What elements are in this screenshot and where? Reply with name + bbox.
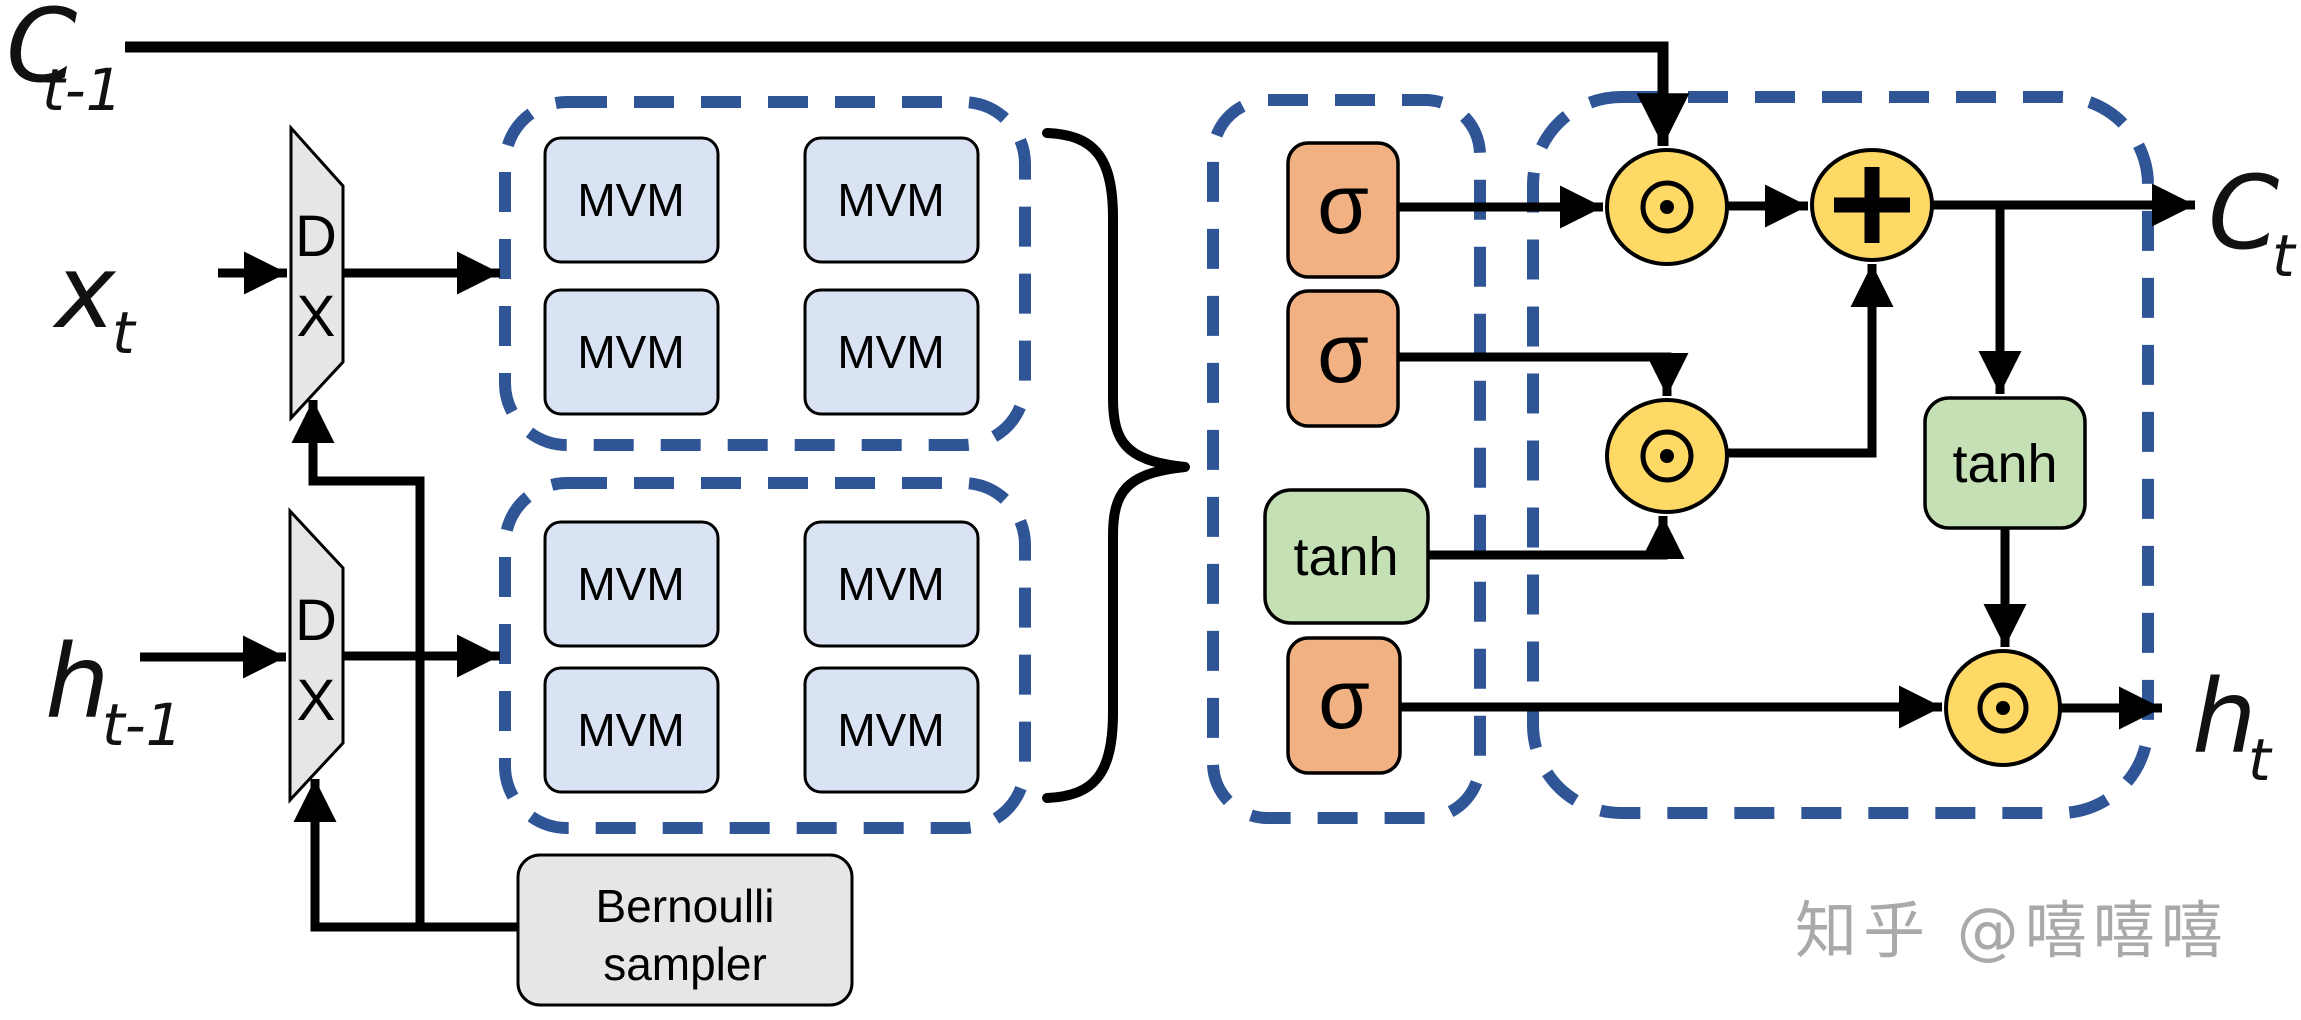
cell-state-out-sub: t: [2272, 222, 2297, 290]
sigma2-to-mult2-wire: [1398, 352, 1689, 396]
mvm-block-label: MVM: [837, 704, 944, 756]
tanh1-box: [1263, 488, 1430, 625]
mvm-block: [803, 520, 980, 648]
tanh1-label: tanh: [1293, 527, 1398, 587]
mvm-block-label: MVM: [577, 174, 684, 226]
sigma3-label: σ: [1318, 652, 1370, 746]
activation-column-outline: [1207, 94, 1486, 824]
mvm-block: [543, 520, 720, 648]
sigma2-label: σ: [1317, 306, 1369, 400]
hidden-in-sub: t-1: [102, 691, 183, 759]
demux1-letter-x: X: [297, 284, 336, 349]
sampler-to-demux1-wire: [291, 400, 425, 927]
cell-state-in-wire: [125, 41, 1690, 146]
hidden-out-base: h: [2192, 658, 2257, 777]
elementwise-multiply-1-icon: [1605, 148, 1729, 266]
bernoulli-sampler-box: [516, 853, 854, 1007]
mvm-block-label: MVM: [837, 174, 944, 226]
add-operator-icon: [1810, 148, 1934, 262]
tanh2-label: tanh: [1952, 434, 2057, 494]
mvm-block: [543, 136, 720, 264]
sigma1-box: [1286, 141, 1400, 279]
hidden-out-sub: t: [2248, 726, 2273, 794]
demux2-shape: [288, 507, 345, 804]
cell-state-out-label: C t: [2208, 154, 2297, 290]
sampler-to-demux2-wire: [293, 779, 518, 932]
bernoulli-sampler-label-line1: Bernoulli: [596, 880, 775, 932]
elementwise-multiply-3-icon: [1944, 649, 2062, 767]
mvm-block-label: MVM: [577, 704, 684, 756]
hidden-out-label: h t: [2192, 658, 2273, 794]
mvm-results-brace: [1042, 128, 1190, 803]
hidden-in-base: h: [45, 623, 110, 742]
tanh1-to-mult2-wire: [1428, 516, 1685, 560]
x-input-sub: t: [112, 299, 137, 367]
demux1-shape: [289, 124, 345, 422]
tanh2-box: [1923, 396, 2087, 530]
x-input-base: x: [52, 233, 117, 352]
mvm-block-label: MVM: [837, 558, 944, 610]
gate-logic-outline: [1527, 91, 2154, 819]
mvm-block: [803, 666, 980, 794]
cell-state-out-base: C: [2208, 154, 2279, 273]
demux2-letter-x: X: [297, 668, 336, 733]
sigma3-box: [1286, 636, 1402, 775]
mult2-to-add-wire: [1727, 264, 1894, 458]
cell-state-in-label: C t-1: [6, 0, 123, 124]
mvm-group-top-outline: [499, 96, 1031, 451]
watermark: 知乎 @嘻嘻嘻: [1795, 894, 2229, 967]
mvm-block: [543, 666, 720, 794]
mvm-block-label: MVM: [577, 558, 684, 610]
hidden-in-label: h t-1: [45, 623, 183, 759]
mvm-block: [543, 288, 720, 416]
demux1-letter-d: D: [295, 204, 337, 269]
cell-state-in-sub: t-1: [42, 56, 123, 124]
x-input-label: x t: [52, 233, 137, 367]
mvm-block-label: MVM: [837, 326, 944, 378]
mvm-block: [803, 136, 980, 264]
sigma1-label: σ: [1317, 157, 1369, 251]
demux2-letter-d: D: [295, 588, 337, 653]
sigma2-box: [1286, 289, 1400, 428]
mvm-group-bottom-outline: [499, 477, 1031, 834]
cell-state-in-base: C: [6, 0, 77, 106]
bernoulli-sampler-label-line2: sampler: [603, 938, 767, 990]
mvm-block-label: MVM: [577, 326, 684, 378]
mvm-block: [803, 288, 980, 416]
elementwise-multiply-2-icon: [1605, 398, 1729, 514]
